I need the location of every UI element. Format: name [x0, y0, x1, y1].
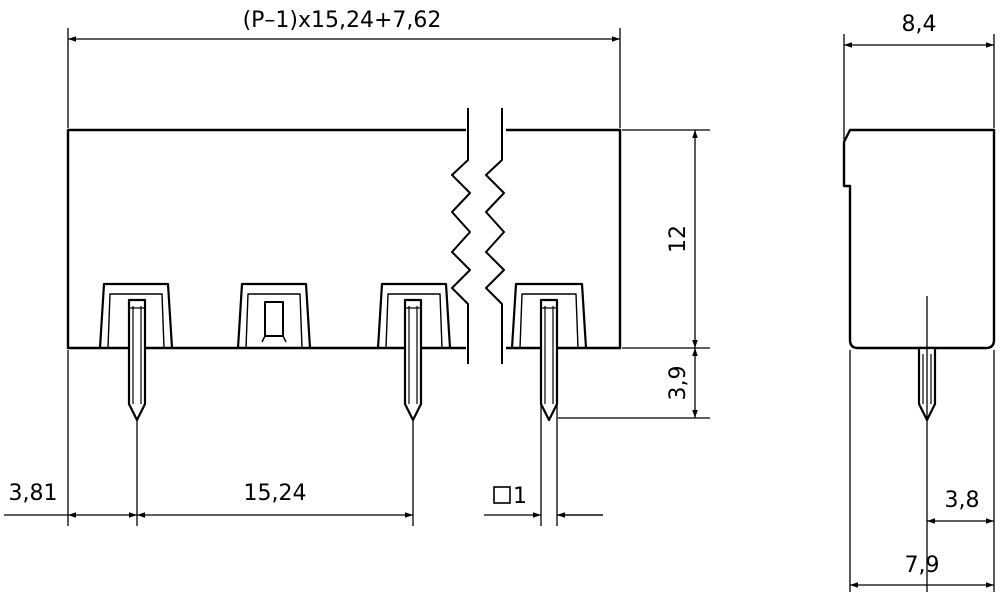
pin-2 [403, 298, 423, 422]
contact-cavity-1 [98, 282, 174, 349]
pin-square-label: 1 [513, 484, 527, 509]
front-view [66, 108, 622, 422]
contact-cavity-3 [376, 282, 452, 349]
pitch-label: 15,24 [244, 481, 307, 506]
contact-cavity-2 [236, 282, 312, 349]
side-width-label: 8,4 [902, 12, 937, 37]
pin-length-label: 3,9 [666, 366, 691, 401]
break-symbol [451, 108, 505, 364]
side-pin-offset-label: 3,8 [945, 488, 980, 513]
pin-1 [127, 298, 147, 422]
empty-pin-slot [264, 301, 284, 337]
overall-length-label: (P–1)x15,24+7,62 [243, 8, 442, 33]
housing-outline-right [506, 128, 622, 350]
housing-outline-left [66, 128, 466, 350]
contact-cavity-4 [510, 282, 588, 349]
square-symbol-icon [493, 486, 511, 504]
pin-3 [539, 298, 559, 422]
side-housing-outline [842, 128, 996, 350]
first-pin-offset-label: 3,81 [9, 481, 58, 506]
side-base-width-label: 7,9 [905, 553, 940, 578]
body-height-label: 12 [666, 225, 691, 253]
side-view [842, 128, 996, 422]
dimension-lines [4, 28, 995, 592]
dimension-labels: (P–1)x15,24+7,62 8,4 12 3,9 3,81 15,24 1… [9, 8, 980, 578]
